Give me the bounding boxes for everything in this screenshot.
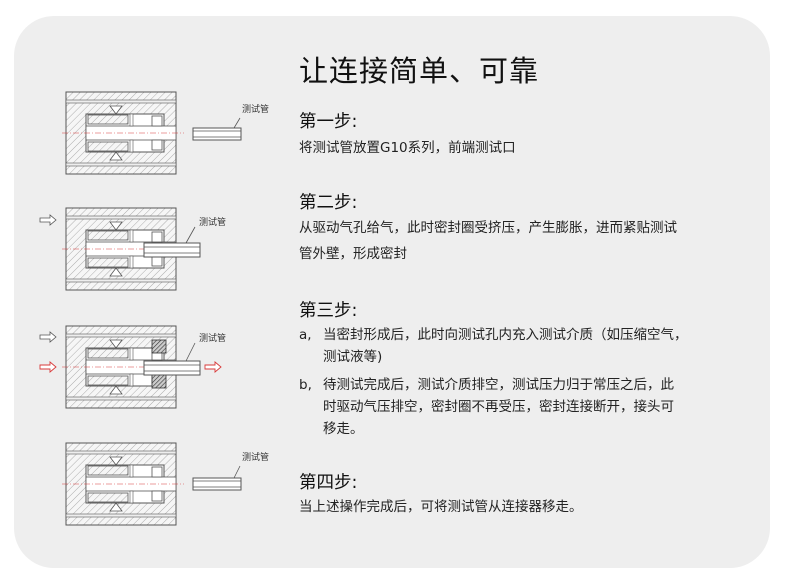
item-marker: a,	[299, 327, 312, 343]
item-line: 当密封形成后，此时向测试孔内充入测试介质（如压缩空气，	[323, 327, 688, 343]
step1-title: 第一步:	[299, 112, 358, 132]
step3-item-a: a, 当密封形成后，此时向测试孔内充入测试介质（如压缩空气， 测试液等)	[299, 324, 759, 368]
item-line: 测试液等)	[323, 349, 383, 365]
diagram-step4: 测试管	[61, 442, 269, 526]
test-medium-out-arrow-icon	[204, 361, 222, 373]
tube-label: 测试管	[242, 451, 269, 463]
diagram-step1: 测试管	[61, 91, 269, 175]
air-inlet-arrow-icon	[39, 214, 57, 226]
air-inlet-arrow-icon	[39, 331, 57, 343]
diagram-step2: 测试管	[39, 207, 226, 291]
test-medium-in-arrow-icon	[39, 361, 57, 373]
connector-diagrams: 测试管 测试管 测试管 测试管	[39, 91, 269, 526]
item-marker: b,	[299, 377, 312, 393]
step3-title: 第三步:	[299, 301, 358, 321]
step2-text-line1: 从驱动气孔给气，此时密封圈受挤压，产生膨胀，进而紧贴测试	[299, 220, 677, 236]
tube-label: 测试管	[242, 103, 269, 115]
tube-label: 测试管	[199, 332, 226, 344]
step4-title: 第四步:	[299, 473, 358, 493]
step3-item-b: b, 待测试完成后，测试介质排空，测试压力归于常压之后，此 时驱动气压排空，密封…	[299, 374, 759, 440]
tube-label: 测试管	[199, 216, 226, 228]
item-line: 时驱动气压排空，密封圈不再受压，密封连接断开，接头可	[323, 399, 674, 415]
step2-title: 第二步:	[299, 193, 358, 213]
page-title: 让连接简单、可靠	[299, 54, 540, 88]
item-line: 待测试完成后，测试介质排空，测试压力归于常压之后，此	[323, 377, 674, 393]
step4-text: 当上述操作完成后，可将测试管从连接器移走。	[299, 499, 583, 515]
step2-text-line2: 管外壁，形成密封	[299, 246, 407, 262]
diagram-step3: 测试管	[39, 325, 226, 409]
item-line: 移走。	[323, 421, 364, 437]
step1-text: 将测试管放置G10系列，前端测试口	[299, 140, 516, 156]
